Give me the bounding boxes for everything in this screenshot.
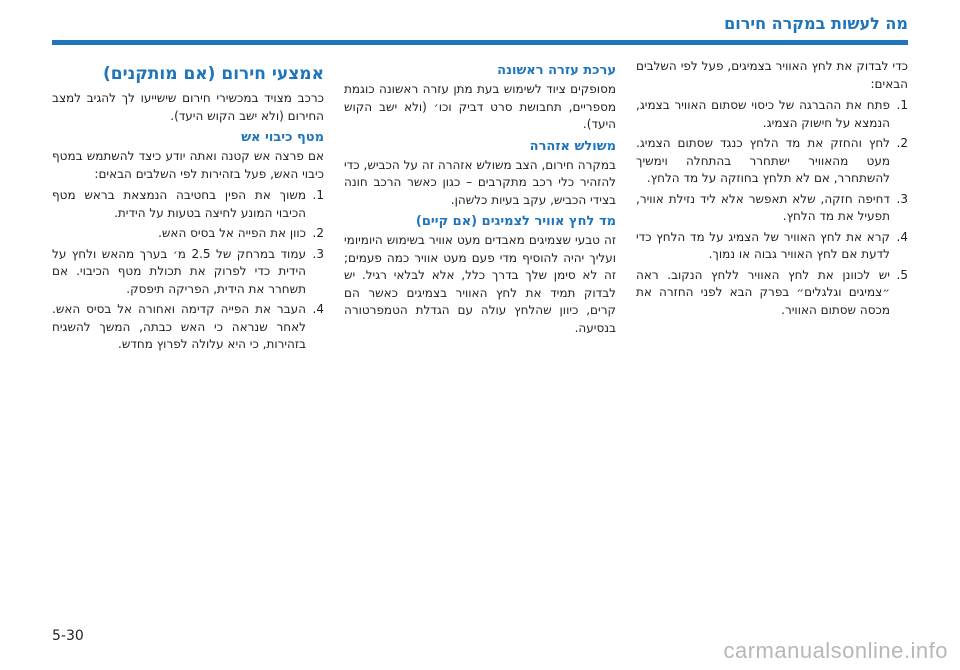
list-item-text: העבר את הפייה קדימה ואחורה אל בסיס האש. … [52, 302, 306, 351]
page-number: 5-30 [52, 628, 84, 644]
list-item: 1. משוך את הפין בחטיבה הנמצאת בראש מטף הכ… [52, 187, 324, 222]
list-item-text: יש לכוונן את לחץ האוויר ללחץ הנקוב. ראה … [636, 267, 890, 317]
section-title: אמצעי חירום (אם מותקנים) [102, 64, 324, 84]
extinguisher-steps: 1. משוך את הפין בחטיבה הנמצאת בראש מטף הכ… [52, 187, 324, 354]
list-item: 5. יש לכוונן את לחץ האוויר ללחץ הנקוב. רא… [636, 267, 908, 320]
watermark: carmanualsonline.info [723, 638, 948, 663]
list-item-number: 4. [896, 229, 908, 244]
extinguisher-intro: אם פרצה אש קטנה ואתה יודע כיצד להשתמש במ… [52, 149, 324, 181]
pressure-check-intro: כדי לבדוק את לחץ האוויר בצמיגים, פעל לפי… [636, 59, 908, 91]
list-item: 3. עמוד במרחק של 2.5 מ׳ בערך מהאש ולחץ על… [52, 246, 324, 299]
subsection-title-first-aid: ערכת עזרה ראשונה [497, 63, 616, 78]
list-item-number: 2. [312, 226, 324, 240]
column-right: אמצעי חירום (אם מותקנים) כרכב מצויד במכש… [52, 58, 324, 610]
list-item-text: עמוד במרחק של 2.5 מ׳ בערך מהאש ולחץ על ה… [52, 246, 306, 296]
pressure-check-steps: 1. פתח את ההברגה של כיסוי שסתום האוויר בצ… [636, 97, 908, 319]
column-middle: ערכת עזרה ראשונה מסופקים ציוד לשימוש בעת… [344, 58, 616, 610]
list-item: 3. דחיפה חזקה, שלא תאפשר אלא ליד נזילת או… [636, 191, 908, 226]
list-item-number: 3. [312, 246, 324, 261]
gauge-text: זה טבעי שצמיגים מאבדים מעט אוויר בשימוש … [344, 233, 616, 335]
list-item-number: 5. [896, 267, 908, 282]
list-item-number: 1. [896, 98, 908, 112]
list-item-text: דחיפה חזקה, שלא תאפשר אלא ליד נזילת אווי… [636, 191, 890, 224]
list-item: 2. כוון את הפייה אל בסיס האש. [52, 225, 324, 243]
subsection-title-triangle: משולש אזהרה [529, 138, 616, 154]
list-item: 2. לחץ והחזק את מד הלחץ כנגד שסתום הצמיג.… [636, 135, 908, 188]
page-header: מה לעשות במקרה חירום [724, 14, 908, 33]
content-columns: אמצעי חירום (אם מותקנים) כרכב מצויד במכש… [52, 58, 908, 610]
list-item: 4. קרא את לחץ האוויר של הצמיג על מד הלחץ … [636, 229, 908, 264]
list-item-text: קרא את לחץ האוויר של הצמיג על מד הלחץ כד… [636, 229, 890, 262]
column-left: כדי לבדוק את לחץ האוויר בצמיגים, פעל לפי… [636, 58, 908, 610]
header-rule [52, 40, 908, 45]
list-item-text: פתח את ההברגה של כיסוי שסתום האוויר בצמי… [636, 98, 890, 130]
list-item: 1. פתח את ההברגה של כיסוי שסתום האוויר בצ… [636, 97, 908, 132]
list-item-number: 3. [896, 191, 908, 206]
list-item: 4. העבר את הפייה קדימה ואחורה אל בסיס האש… [52, 301, 324, 354]
subsection-title-gauge: מד לחץ אוויר לצמיגים (אם קיים) [415, 214, 616, 229]
triangle-text: במקרה חירום, הצב משולש אזהרה זה על הכביש… [344, 157, 616, 207]
subsection-title-extinguisher: מטף כיבוי אש [241, 130, 324, 145]
list-item-number: 4. [312, 302, 324, 316]
list-item-number: 2. [896, 136, 908, 150]
list-item-number: 1. [312, 188, 324, 202]
section-intro: כרכב מצויד במכשירי חירום שישייעו לך להגי… [52, 91, 324, 123]
first-aid-text: מסופקים ציוד לשימוש בעת מתן עזרה ראשונה … [344, 82, 616, 131]
list-item-text: משוך את הפין בחטיבה הנמצאת בראש מטף הכיב… [52, 188, 306, 220]
list-item-text: לחץ והחזק את מד הלחץ כנגד שסתום הצמיג. מ… [636, 136, 890, 185]
list-item-text: כוון את הפייה אל בסיס האש. [158, 226, 306, 240]
